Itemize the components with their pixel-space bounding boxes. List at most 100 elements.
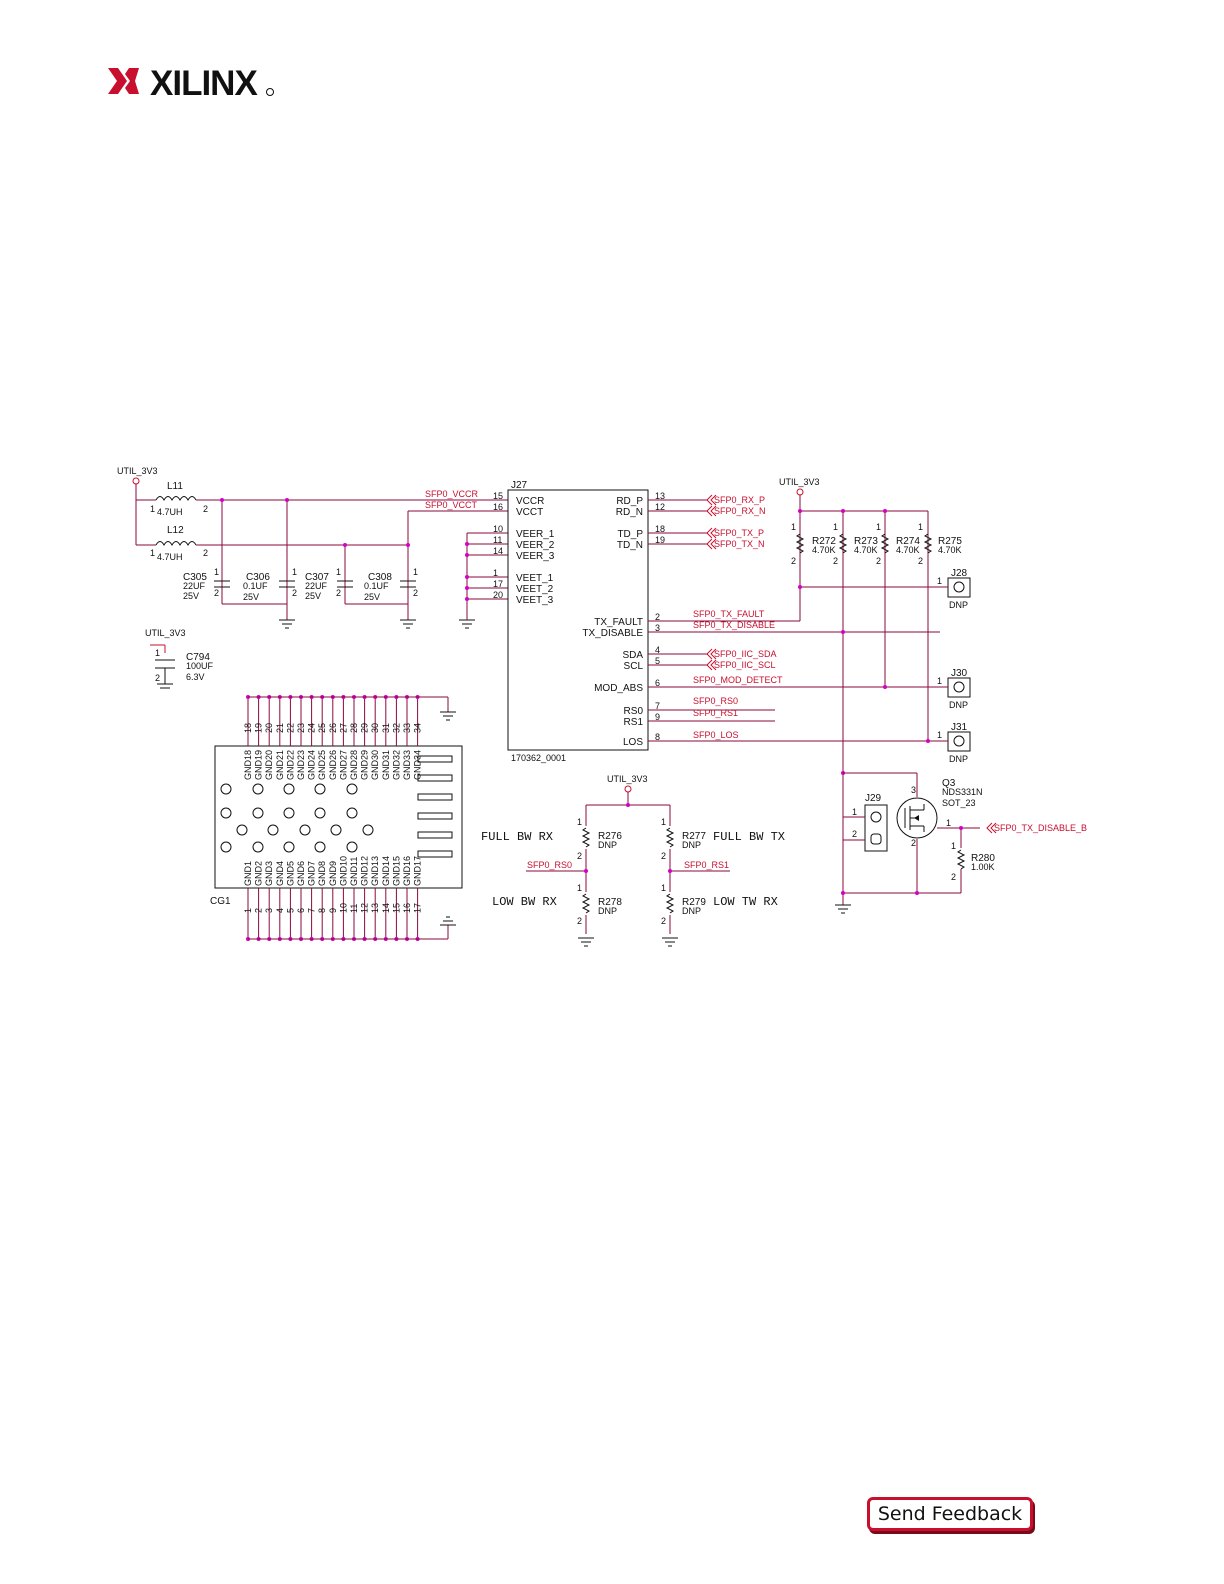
j27-pin-number: 9 — [655, 712, 660, 722]
svg-text:32: 32 — [391, 723, 401, 733]
j27-pin-veer_2: VEER_2 — [516, 540, 555, 551]
j27-pin-number: 6 — [655, 678, 660, 688]
cg1-gnd-label: GND32 — [391, 750, 401, 780]
j27-pin-td-p: TD_P — [617, 529, 643, 540]
svg-text:2: 2 — [661, 851, 666, 861]
svg-text:2: 2 — [254, 908, 264, 913]
svg-text:27: 27 — [338, 723, 348, 733]
svg-text:19: 19 — [254, 723, 264, 733]
svg-text:2: 2 — [292, 588, 297, 598]
r272-ref: R272 — [812, 536, 836, 547]
svg-text:24: 24 — [307, 723, 317, 733]
svg-text:1: 1 — [292, 567, 297, 577]
svg-text:6: 6 — [296, 908, 306, 913]
svg-text:DNP: DNP — [598, 906, 617, 916]
svg-text:2: 2 — [155, 673, 160, 683]
cg1-gnd-label: GND1 — [243, 861, 253, 886]
svg-text:J31: J31 — [951, 722, 968, 733]
svg-text:2: 2 — [214, 588, 219, 598]
send-feedback-button[interactable]: Send Feedback — [867, 1497, 1033, 1531]
j27-pin-number: 1 — [493, 568, 498, 578]
cg1-gnd-label: GND26 — [328, 750, 338, 780]
cg1-gnd-label: GND2 — [254, 861, 264, 886]
j27-pin-tx-disable: TX_DISABLE — [582, 628, 643, 639]
r275-ref: R275 — [938, 536, 962, 547]
svg-text:15: 15 — [391, 903, 401, 913]
svg-text:SFP0_RS0: SFP0_RS0 — [693, 696, 738, 706]
svg-text:1: 1 — [661, 817, 666, 827]
j29-header — [864, 804, 888, 852]
junction-dots-right — [798, 509, 930, 775]
cg1-gnd-label: GND9 — [328, 861, 338, 886]
j30-testpoint — [947, 677, 971, 698]
l11-ref: L11 — [167, 481, 183, 492]
svg-text:2: 2 — [203, 548, 208, 558]
svg-text:0.1UF: 0.1UF — [364, 581, 389, 591]
svg-text:1: 1 — [946, 818, 951, 828]
svg-text:9: 9 — [328, 908, 338, 913]
ground-icons-cage — [440, 711, 456, 926]
svg-text:26: 26 — [328, 723, 338, 733]
svg-text:22UF: 22UF — [305, 581, 328, 591]
power-input-section: UTIL_3V3 L11 4.7UH 1 2 L12 4.7UH 1 2 SFP… — [117, 466, 508, 629]
svg-text:DNP: DNP — [949, 600, 968, 610]
svg-text:2: 2 — [336, 588, 341, 598]
cg1-body — [214, 745, 463, 889]
j31-testpoint — [947, 731, 971, 752]
j27-pin-number: 7 — [655, 701, 660, 711]
svg-text:UTIL_3V3: UTIL_3V3 — [607, 774, 648, 784]
cg1-gnd-label: GND12 — [360, 856, 370, 886]
svg-text:14: 14 — [381, 903, 391, 913]
test-points: J28 DNP 1 J30 DNP 1 J31 DNP 1 — [937, 568, 971, 764]
cg1-gnd-label: GND33 — [402, 750, 412, 780]
svg-text:21: 21 — [275, 723, 285, 733]
r279-ref: R279 — [682, 897, 706, 908]
j27-pin-veet_1: VEET_1 — [516, 573, 554, 584]
j27-pin-number: 12 — [655, 502, 665, 512]
ground-icons-rs — [578, 937, 678, 947]
svg-text:25V: 25V — [305, 591, 321, 601]
util-3v3-port-left — [132, 477, 140, 485]
svg-text:16: 16 — [402, 903, 412, 913]
j27-pin-number: 14 — [493, 546, 503, 556]
svg-text:1: 1 — [937, 576, 942, 586]
svg-text:25V: 25V — [183, 591, 199, 601]
svg-text:1: 1 — [150, 548, 155, 558]
svg-text:18: 18 — [243, 723, 253, 733]
svg-text:SFP0_RS0: SFP0_RS0 — [527, 860, 572, 870]
svg-text:SOT_23: SOT_23 — [942, 798, 976, 808]
tx-disable-b-arrow-icon — [986, 822, 997, 834]
svg-text:100UF: 100UF — [186, 661, 214, 671]
svg-text:SFP0_TX_N: SFP0_TX_N — [714, 539, 765, 549]
cg1-gnd-label: GND22 — [285, 750, 295, 780]
svg-text:UTIL_3V3: UTIL_3V3 — [779, 477, 820, 487]
svg-text:2: 2 — [852, 829, 857, 839]
svg-text:4: 4 — [275, 908, 285, 913]
svg-text:SFP0_RX_P: SFP0_RX_P — [714, 495, 765, 505]
util-3v3-port-right — [796, 488, 804, 496]
svg-text:1: 1 — [155, 648, 160, 658]
low-bw-rx-note: LOW BW RX — [492, 895, 557, 909]
cg1-gnd-label: GND7 — [307, 861, 317, 886]
l12-value: 4.7UH — [157, 552, 183, 562]
util-3v3-label-left: UTIL_3V3 — [117, 466, 158, 476]
svg-text:DNP: DNP — [682, 840, 701, 850]
pullup-resistor-bank: UTIL_3V3 12 12 12 12 R272 4.70K R273 4.7… — [779, 477, 962, 893]
j27-pin-veer_3: VEER_3 — [516, 551, 555, 562]
svg-text:J28: J28 — [951, 568, 968, 579]
cg1-gnd-label: GND30 — [370, 750, 380, 780]
c308-ref: C308 — [368, 572, 392, 583]
j27-pin-number: 2 — [655, 612, 660, 622]
cg1-gnd-label: GND31 — [381, 750, 391, 780]
svg-text:5: 5 — [285, 908, 295, 913]
svg-text:6.3V: 6.3V — [186, 672, 205, 682]
logo-chevron-top — [125, 68, 139, 81]
j27-pin-number: 15 — [493, 491, 503, 501]
offpage-arrow-icons — [706, 494, 717, 671]
cg1-gnd-label: GND25 — [317, 750, 327, 780]
r280-resistor-icon — [956, 849, 966, 870]
cg1-gnd-label: GND4 — [275, 861, 285, 886]
svg-text:1: 1 — [791, 522, 796, 532]
ground-icon-q3 — [835, 904, 851, 914]
